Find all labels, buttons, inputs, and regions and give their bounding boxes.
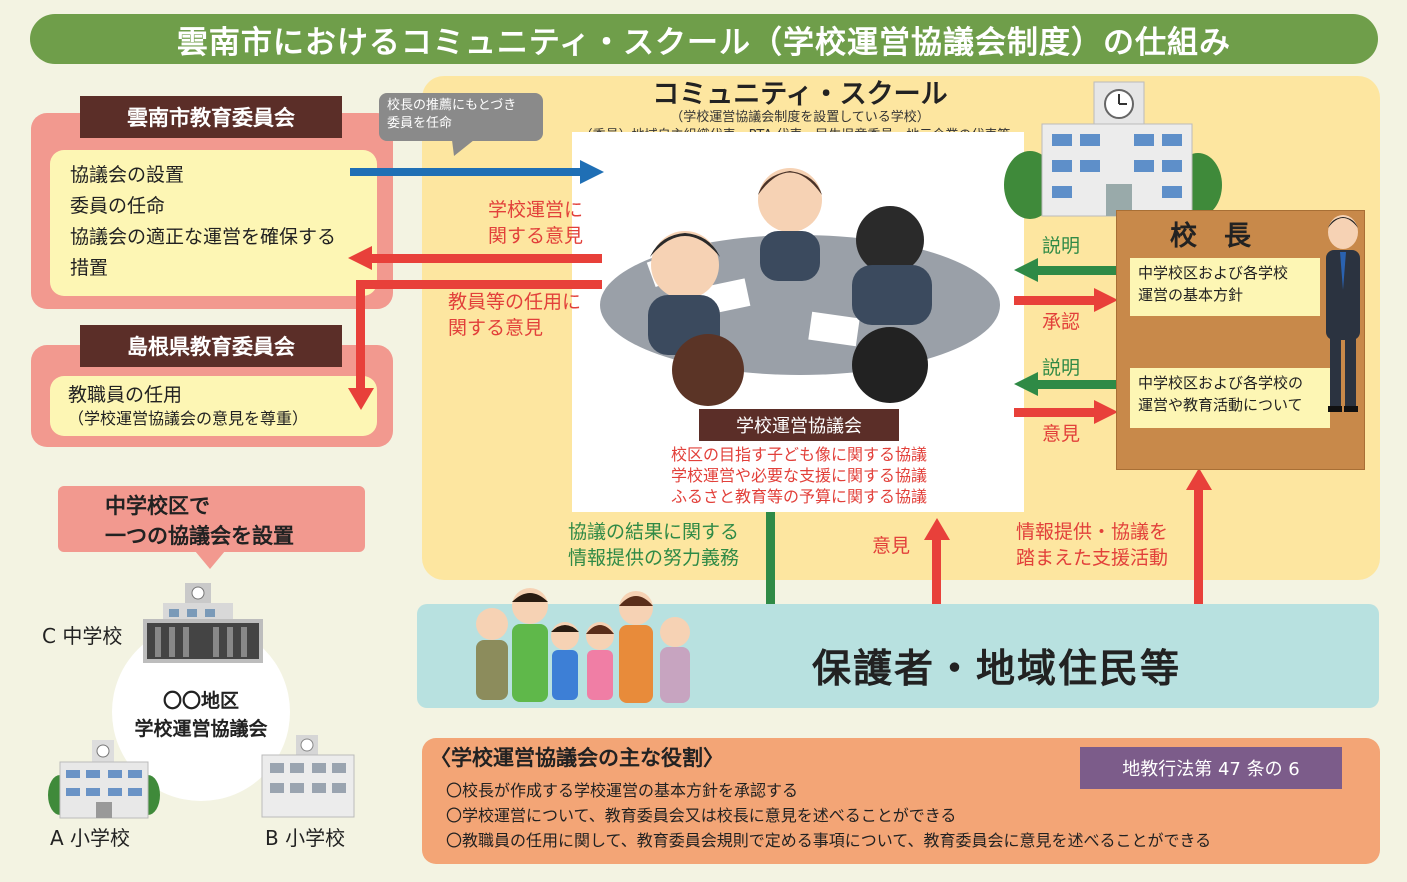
recommend-line2: 委員を任命 — [387, 116, 453, 131]
district-bubble — [58, 486, 365, 552]
school-building-icon — [1004, 81, 1222, 219]
unnan-board-label: 雲南市教育委員会 — [80, 96, 342, 138]
community-school-title: コミュニティ・スクール — [652, 79, 948, 110]
school-building-icon — [143, 583, 263, 663]
meeting-illustration-icon — [600, 168, 1000, 406]
roles-heading: 〈学校運営協議会の主な役割〉 — [430, 746, 724, 770]
principal-box-2-line1: 中学校区および各学校の — [1138, 374, 1304, 392]
opinion-school-ops-line2: 関する意見 — [488, 225, 584, 247]
principal-box-1-line1: 中学校区および各学校 — [1138, 264, 1289, 282]
explain-label-2: 説明 — [1042, 357, 1081, 379]
opinion-school-ops-line1: 学校運営に — [488, 199, 584, 221]
family-group-icon — [476, 588, 690, 703]
list-item: 〇教職員の任用に関して、教育委員会規則で定める事項について、教育委員会に意見を述… — [446, 831, 1212, 850]
result-info-line1: 協議の結果に関する — [568, 521, 740, 543]
school-c-label: C 中学校 — [42, 624, 123, 648]
staff-appointment-note: （学校運営協議会の意見を尊重） — [68, 409, 309, 428]
shimane-board-items: 教職員の任用 （学校運営協議会の意見を尊重） — [50, 376, 377, 436]
list-item: 〇校長が作成する学校運営の基本方針を承認する — [446, 781, 799, 800]
unnan-board-items: 協議会の設置 委員の任命 協議会の適正な運営を確保する 措置 — [50, 150, 377, 296]
list-item: 措置 — [70, 257, 109, 279]
roles-list: 〇校長が作成する学校運営の基本方針を承認する 〇学校運営について、教育委員会又は… — [446, 778, 1366, 853]
residents-label: 保護者・地域住民等 — [812, 647, 1182, 692]
principal-box-1-line2: 運営の基本方針 — [1138, 286, 1244, 304]
explain-label-1: 説明 — [1042, 235, 1081, 257]
page-title: 雲南市におけるコミュニティ・スクール（学校運営協議会制度）の仕組み — [30, 14, 1378, 64]
principal-box-2: 中学校区および各学校の 運営や教育活動について — [1130, 368, 1330, 428]
list-item: 校区の目指す子ども像に関する協議 — [670, 445, 927, 464]
list-item: ふるさと教育等の予算に関する協議 — [670, 487, 927, 506]
principal-person-icon — [1326, 215, 1360, 412]
principal-box-2-line2: 運営や教育活動について — [1138, 396, 1303, 414]
principal-box-1: 中学校区および各学校 運営の基本方針 — [1130, 258, 1320, 316]
law-badge: 地教行法第 47 条の 6 — [1080, 747, 1342, 789]
school-building-icon — [48, 740, 160, 819]
support-activity-line1: 情報提供・協議を — [1016, 521, 1169, 543]
council-label: 学校運営協議会 — [699, 409, 899, 441]
council-items: 校区の目指す子ども像に関する協議 学校運営や必要な支援に関する協議 ふるさと教育… — [600, 444, 998, 507]
result-info-line2: 情報提供の努力義務 — [568, 547, 740, 569]
shimane-board-label: 島根県教育委員会 — [80, 325, 342, 367]
community-school-subtitle: （学校運営協議会制度を設置している学校） — [670, 110, 930, 125]
staff-appointment: 教職員の任用 — [68, 384, 183, 406]
district-bubble-line1: 中学校区で — [105, 494, 210, 518]
residents-opinion-label: 意見 — [872, 535, 911, 557]
district-bubble-tail — [195, 551, 225, 569]
school-building-icon — [261, 735, 355, 818]
opinion-staff-line2: 関する意見 — [448, 317, 544, 339]
opinion-staff-line1: 教員等の任用に — [448, 291, 582, 313]
school-a-label: A 小学校 — [50, 826, 131, 850]
recommend-bubble-tail — [452, 140, 474, 156]
list-item: 学校運営や必要な支援に関する協議 — [670, 466, 927, 485]
list-item: 〇学校運営について、教育委員会又は校長に意見を述べることができる — [446, 806, 957, 825]
list-item: 委員の任命 — [70, 195, 166, 217]
recommend-line1: 校長の推薦にもとづき — [387, 98, 517, 113]
support-activity-line2: 踏まえた支援活動 — [1016, 547, 1169, 569]
district-name: 〇〇地区 — [162, 690, 239, 712]
principal-title: 校 長 — [1170, 221, 1251, 252]
district-bubble-line2: 一つの協議会を設置 — [105, 524, 294, 548]
approve-label: 承認 — [1042, 311, 1081, 333]
district-council-name: 学校運営協議会 — [134, 718, 268, 740]
list-item: 協議会の適正な運営を確保する — [70, 226, 337, 248]
recommend-bubble: 校長の推薦にもとづき 委員を任命 — [379, 93, 543, 141]
opinion-label: 意見 — [1042, 423, 1081, 445]
school-b-label: B 小学校 — [265, 826, 346, 850]
list-item: 協議会の設置 — [70, 164, 185, 186]
